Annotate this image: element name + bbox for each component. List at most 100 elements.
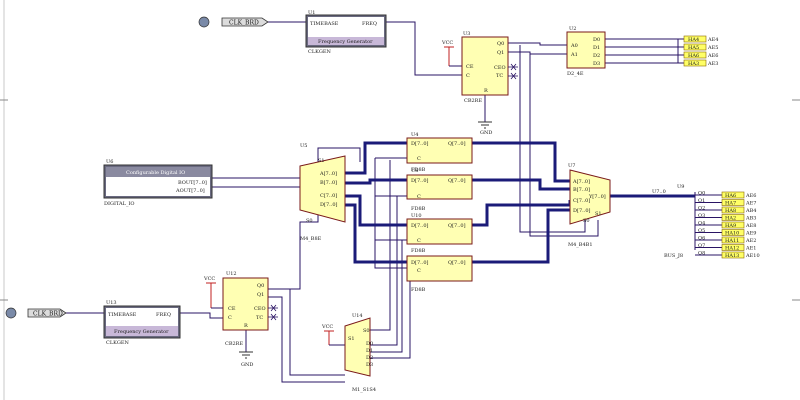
designator: U2: [569, 26, 576, 32]
pin-label: CEO: [254, 306, 266, 312]
svg-text:HA5: HA5: [688, 45, 699, 51]
pin-label: Q[7..0]: [448, 178, 466, 184]
pin-label: AOUT[7..0]: [175, 188, 205, 194]
pin-label: A0: [570, 43, 578, 49]
pin-label: AE7: [745, 201, 756, 207]
block-label: Frequency Generator: [114, 329, 169, 335]
pin-label: C: [417, 156, 421, 162]
pin-label: CE: [228, 306, 236, 312]
svg-text:HA4: HA4: [688, 37, 699, 43]
clk-brd-port-bottom[interactable]: CLK_BRD: [5, 307, 67, 319]
svg-text:HA6: HA6: [688, 53, 699, 59]
component-name: FD8B: [411, 287, 426, 293]
clk-brd-port-top[interactable]: CLK_BRD: [198, 16, 269, 28]
bus-bit-label: O2: [698, 206, 705, 212]
net-label: HA9: [725, 223, 736, 229]
svg-text:HA3: HA3: [688, 61, 699, 67]
pin-label: Q[7..0]: [448, 141, 466, 147]
bus-bit-label: O0: [698, 191, 705, 197]
net-label-box: [721, 236, 745, 244]
component-name: DIGITAL_IO: [104, 201, 135, 207]
bus-bit-label: O8: [698, 251, 705, 257]
port-icon: [198, 16, 210, 28]
designator: U13: [106, 300, 117, 306]
designator: U3: [463, 31, 470, 37]
port-label: CLK_BRD: [229, 20, 259, 27]
bus-bit-label: O1: [698, 198, 705, 204]
net-label: HA12: [725, 246, 739, 252]
pin-label: C: [417, 238, 421, 244]
net-label[interactable]: HA4 AE4: [683, 35, 718, 43]
component-u10[interactable]: U10 D[7..0] Q[7..0] C FD8B: [406, 213, 473, 254]
net-label: HA6: [725, 193, 736, 199]
pin-label: D2: [366, 355, 373, 361]
pin-label: CE: [466, 64, 474, 70]
port-label: CLK_BRD: [33, 311, 63, 318]
pin-label: D[7..0]: [411, 178, 429, 184]
component-u11[interactable]: D[7..0] Q[7..0] C FD8B: [406, 255, 473, 293]
component-u2[interactable]: U2 A0 A1 D0 D1 D2 D3 D2_4E: [566, 26, 606, 77]
component-u5[interactable]: U5 S1 A[7..0] B[7..0] C[7..0] D[7..0] S0…: [299, 143, 346, 242]
component-u1[interactable]: U1 TIMEBASE FREQ Frequency Generator CLK…: [305, 10, 387, 55]
component-u6[interactable]: U6 Configurable Digital IO BOUT[7..0] AO…: [103, 159, 213, 207]
component-name: M1_S1S4: [352, 387, 376, 393]
component-u4[interactable]: U4 D[7..0] Q[7..0] C FD8B: [406, 132, 473, 173]
component-name: CB2RE: [225, 341, 243, 347]
net-label[interactable]: HA6 AE6: [683, 51, 718, 59]
pin-label: S1: [348, 336, 355, 342]
designator: U12: [226, 271, 237, 277]
component-u9[interactable]: U9 BUS_J8: [664, 184, 684, 259]
pin-label: D3: [366, 362, 373, 368]
pin-label: D[7..0]: [320, 202, 338, 208]
pin-label: Q0: [497, 41, 504, 47]
designator: U7: [568, 163, 575, 169]
pin-label: C[7..0]: [573, 198, 590, 204]
no-connect-icon: [268, 304, 278, 321]
pin-label: TIMEBASE: [108, 312, 137, 318]
pin-label: AE10: [745, 253, 760, 259]
component-u8[interactable]: U8 D[7..0] Q[7..0] C FD8B: [406, 168, 473, 212]
component-name: D2_4E: [567, 71, 584, 77]
component-u13[interactable]: U13 TIMEBASE FREQ Frequency Generator CL…: [103, 300, 181, 346]
pin-label: D2: [593, 53, 600, 59]
gnd-icon: [478, 121, 492, 129]
net-label-box: [721, 206, 745, 214]
component-u3[interactable]: U3 VCC CE C Q0 Q1 CEO TC R CB2RE GND: [441, 31, 518, 136]
vcc-label: VCC: [441, 40, 453, 46]
net-label[interactable]: HA3 AE3: [683, 59, 718, 67]
pin-label: C: [417, 194, 421, 200]
component-name: FD8B: [411, 167, 426, 173]
pin-label: B[7..0]: [320, 180, 337, 186]
net-label-box: [721, 251, 745, 259]
pin-label: C: [228, 315, 232, 321]
component-u12[interactable]: U12 VCC CE C Q0 Q1 CEO TC R CB2RE GND: [203, 271, 278, 368]
pin-label: AE8: [745, 223, 756, 229]
vcc-label: VCC: [203, 276, 215, 282]
component-u7[interactable]: U7 A[7..0] B[7..0] C[7..0] D[7..0] Y[7..…: [568, 163, 611, 248]
pin-label: A[7..0]: [319, 171, 337, 177]
pin-label: D1: [366, 348, 373, 354]
designator: U10: [411, 213, 422, 219]
port-icon: [5, 307, 17, 319]
bus-bit-label: O5: [698, 228, 705, 234]
pin-label: S0: [583, 218, 590, 224]
net-label-box: [721, 229, 745, 236]
component-u14[interactable]: U14 VCC S0 S1 D0 D1 D2 D3 M1_S1S4: [321, 313, 376, 393]
pin-label: S0: [306, 218, 313, 224]
pin-label: S1: [318, 158, 325, 164]
net-label-box: [721, 221, 745, 229]
pin-label: A1: [570, 52, 578, 58]
designator: U9: [677, 184, 684, 190]
net-label[interactable]: HA5 AE5: [683, 43, 718, 51]
pin-label: Q[7..0]: [448, 223, 466, 229]
pin-label: BOUT[7..0]: [178, 180, 207, 186]
